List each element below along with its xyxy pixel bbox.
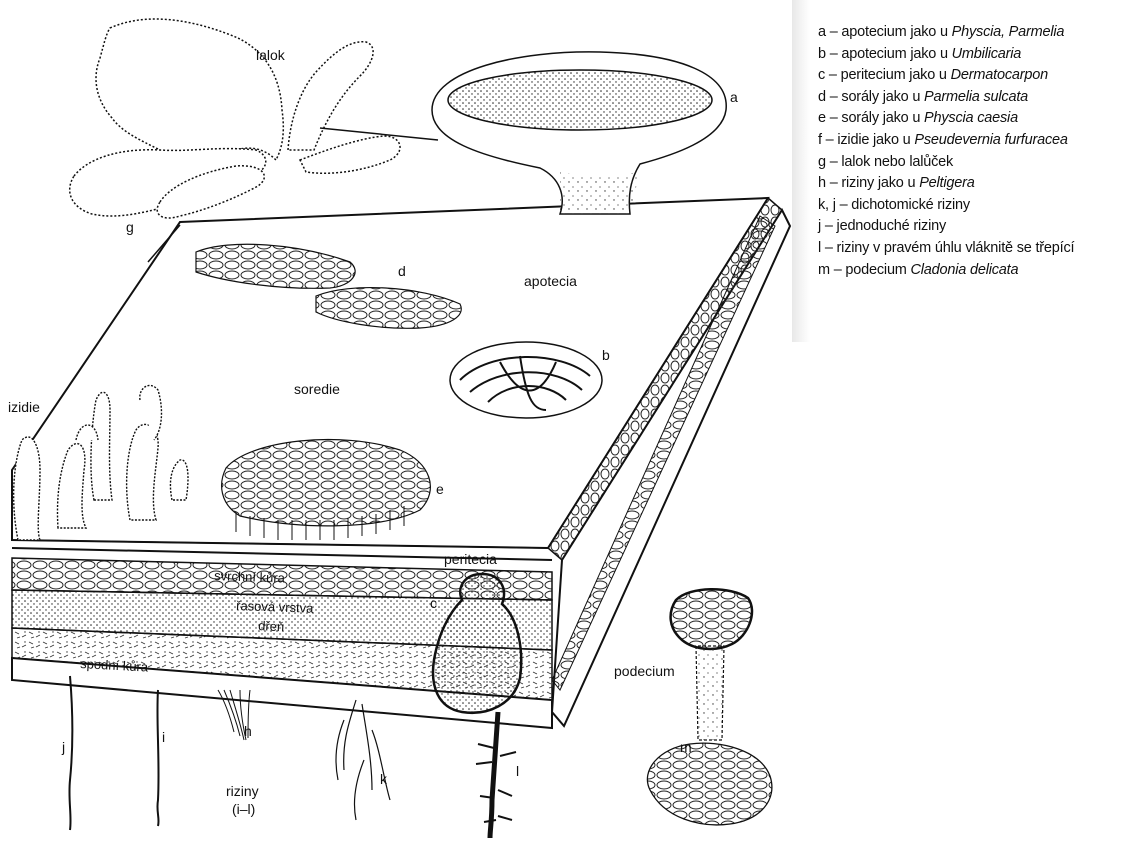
apothecium-a xyxy=(320,52,726,214)
legend-item: l – riziny v pravém úhlu vláknitě se tře… xyxy=(818,238,1074,260)
legend-key: b xyxy=(818,46,826,62)
label-g: g xyxy=(126,219,134,235)
label-l: l xyxy=(516,763,519,779)
legend-key: h xyxy=(818,175,826,191)
label-b: b xyxy=(602,347,610,363)
legend-text: – lalok nebo lalůček xyxy=(826,154,953,170)
label-soredie: soredie xyxy=(294,381,340,397)
legend-key: c xyxy=(818,67,825,83)
label-c: c xyxy=(430,595,437,611)
legend-species: Peltigera xyxy=(919,175,974,191)
legend-key: g xyxy=(818,154,826,170)
legend-item: k, j – dichotomické riziny xyxy=(818,195,1074,217)
legend-key: k, j xyxy=(818,197,836,213)
legend-species: Cladonia delicata xyxy=(911,262,1019,278)
legend-text: – podecium xyxy=(830,262,911,278)
legend-item: e – sorály jako u Physcia caesia xyxy=(818,108,1074,130)
soralium-e-body xyxy=(222,440,431,526)
label-j: j xyxy=(61,739,65,755)
legend-item: a – apotecium jako u Physcia, Parmelia xyxy=(818,22,1074,44)
label-e: e xyxy=(436,481,444,497)
label-podecium: podecium xyxy=(614,663,675,679)
lobe-upper-right xyxy=(288,42,373,150)
apothecium-b xyxy=(450,342,602,418)
label-k: k xyxy=(380,771,388,787)
legend-key: e xyxy=(818,110,826,126)
label-h: h xyxy=(244,723,252,739)
rhizine-l xyxy=(490,712,498,838)
legend-text: – jednoduché riziny xyxy=(821,218,946,234)
legend-species: Parmelia sulcata xyxy=(924,89,1028,105)
legend-item: h – riziny jako u Peltigera xyxy=(818,173,1074,195)
podetium-head xyxy=(671,589,752,649)
label-izidie: izidie xyxy=(8,399,40,415)
legend-text: – sorály jako u xyxy=(826,110,924,126)
label-d: d xyxy=(398,263,406,279)
label-apotecia: apotecia xyxy=(524,273,577,289)
podetium-stalk xyxy=(696,646,724,740)
legend-text: – riziny jako u xyxy=(826,175,919,191)
label-a: a xyxy=(730,89,738,105)
legend-item: g – lalok nebo lalůček xyxy=(818,152,1074,174)
apothecium-b-body xyxy=(450,342,602,418)
label-m: m xyxy=(680,739,692,755)
legend-text: – sorály jako u xyxy=(826,89,924,105)
legend-text: – apotecium jako u xyxy=(826,24,952,40)
legend-species: Pseudevernia furfuracea xyxy=(914,132,1067,148)
legend-key: a xyxy=(818,24,826,40)
legend-species: Dermatocarpon xyxy=(951,67,1048,83)
lobe-upper-left xyxy=(96,19,283,160)
legend-text: – apotecium jako u xyxy=(826,46,952,62)
rhizine-i xyxy=(157,690,158,826)
legend-key: m xyxy=(818,262,830,278)
label-dren: dřeň xyxy=(258,618,285,634)
legend-item: j – jednoduché riziny xyxy=(818,216,1074,238)
legend-text: – izidie jako u xyxy=(822,132,915,148)
label-svrchni-kura: svrchní kůra xyxy=(214,568,286,585)
legend-species: Umbilicaria xyxy=(952,46,1022,62)
label-rasova-vrstva: řasová vrstva xyxy=(236,598,315,616)
legend-text: – peritecium jako u xyxy=(825,67,951,83)
label-riziny-range: (i–l) xyxy=(232,801,255,817)
rhizine-j xyxy=(69,676,72,830)
legend-species: Physcia caesia xyxy=(924,110,1018,126)
legend-text: – riziny v pravém úhlu vláknitě se třepí… xyxy=(821,240,1074,256)
legend-key: d xyxy=(818,89,826,105)
podetium-m xyxy=(647,589,772,825)
legend-item: m – podecium Cladonia delicata xyxy=(818,260,1074,282)
legend-item: b – apotecium jako u Umbilicaria xyxy=(818,44,1074,66)
rhizine-k xyxy=(336,700,390,820)
legend-item: f – izidie jako u Pseudevernia furfurace… xyxy=(818,130,1074,152)
podetium-base xyxy=(647,743,772,825)
label-riziny: riziny xyxy=(226,783,259,799)
legend-item: d – sorály jako u Parmelia sulcata xyxy=(818,87,1074,109)
legend-item: c – peritecium jako u Dermatocarpon xyxy=(818,65,1074,87)
legend-text: – dichotomické riziny xyxy=(836,197,970,213)
legend-species: Physcia, Parmelia xyxy=(952,24,1065,40)
label-peritecia: peritecia xyxy=(444,551,497,567)
apothecium-a-disc xyxy=(448,70,712,130)
label-lalok: lalok xyxy=(256,47,286,63)
label-i: i xyxy=(162,729,165,745)
